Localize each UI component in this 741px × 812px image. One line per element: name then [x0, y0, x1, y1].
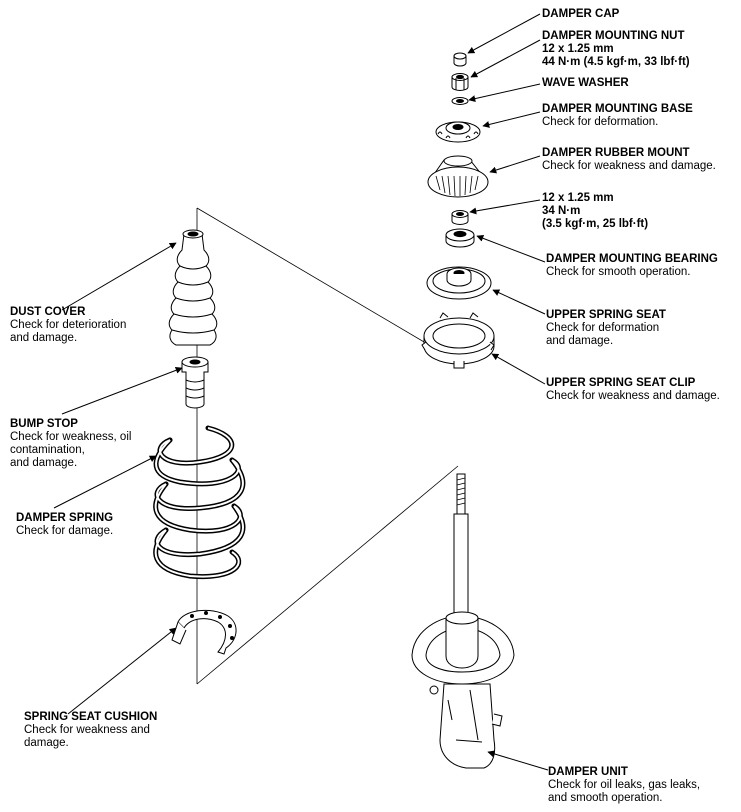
label-damper-unit: DAMPER UNIT Check for oil leaks, gas lea… [548, 766, 700, 805]
damper-cap-part [453, 52, 467, 67]
upper-spring-seat-part [426, 266, 492, 300]
label-dust-cover: DUST COVER Check for deterioration and d… [10, 306, 126, 345]
label-desc: Check for weakness and damage. [542, 160, 716, 172]
label-title: DAMPER MOUNTING BASE [542, 103, 693, 115]
spring-seat-cushion-part [171, 609, 237, 655]
label-desc: Check for weakness and [24, 724, 150, 736]
label-desc: Check for deterioration [10, 319, 127, 331]
label-title: SPRING SEAT CUSHION [24, 711, 158, 723]
label-spec: (3.5 kgf·m, 25 lbf·ft) [542, 218, 649, 230]
label-desc: contamination, [10, 444, 85, 456]
label-desc: Check for weakness and damage. [546, 390, 720, 402]
label-title: DAMPER CAP [542, 8, 620, 20]
damper-spring-highlight [154, 427, 244, 578]
label-desc: and damage. [10, 457, 78, 469]
label-title: DUST COVER [10, 306, 86, 318]
label-spring-seat-cushion: SPRING SEAT CUSHION Check for weakness a… [24, 711, 157, 750]
label-title: DAMPER UNIT [548, 766, 628, 778]
label-desc: Check for weakness, oil [10, 431, 132, 443]
upper-spring-seat-clip-part [421, 312, 495, 369]
label-desc: and damage. [10, 332, 78, 344]
damper-unit-part [411, 473, 515, 769]
label-desc: Check for oil leaks, gas leaks, [548, 779, 701, 791]
label-damper-mounting-bearing: DAMPER MOUNTING BEARING Check for smooth… [546, 253, 718, 279]
label-desc: and damage. [546, 335, 614, 347]
label-title: UPPER SPRING SEAT CLIP [546, 377, 696, 389]
label-spec: 12 x 1.25 mm [542, 192, 614, 204]
damper-rubber-mount-part [427, 155, 489, 198]
label-damper-spring: DAMPER SPRING Check for damage. [16, 512, 113, 538]
label-wave-washer: WAVE WASHER [542, 77, 629, 90]
label-upper-spring-seat-clip: UPPER SPRING SEAT CLIP Check for weaknes… [546, 377, 720, 403]
damper-mounting-bearing-part [445, 228, 475, 248]
damper-mounting-base-part [435, 121, 481, 143]
assembly-guide-lines [196, 207, 459, 685]
damper-mounting-nut-part [451, 73, 469, 91]
label-title: DAMPER MOUNTING NUT [542, 30, 685, 42]
label-desc: Check for deformation [546, 322, 660, 334]
label-lock-nut-torque: 12 x 1.25 mm 34 N·m (3.5 kgf·m, 25 lbf·f… [542, 192, 648, 231]
dust-cover-part [168, 229, 218, 346]
label-desc: Check for smooth operation. [546, 266, 691, 278]
label-damper-mounting-nut: DAMPER MOUNTING NUT 12 x 1.25 mm 44 N·m … [542, 30, 690, 69]
label-desc: and smooth operation. [548, 792, 663, 804]
label-desc: Check for damage. [16, 525, 114, 537]
label-title: BUMP STOP [10, 418, 78, 430]
label-damper-rubber-mount: DAMPER RUBBER MOUNT Check for weakness a… [542, 147, 716, 173]
label-title: UPPER SPRING SEAT [546, 309, 666, 321]
label-upper-spring-seat: UPPER SPRING SEAT Check for deformation … [546, 309, 666, 348]
label-spec: 34 N·m [542, 205, 581, 217]
label-spec: 44 N·m (4.5 kgf·m, 33 lbf·ft) [542, 56, 690, 68]
label-title: WAVE WASHER [542, 77, 629, 89]
lock-nut-part [451, 210, 469, 225]
label-spec: 12 x 1.25 mm [542, 43, 614, 55]
label-title: DAMPER MOUNTING BEARING [546, 253, 718, 265]
bump-stop-part [181, 356, 209, 409]
label-damper-cap: DAMPER CAP [542, 8, 619, 21]
wave-washer-part [451, 97, 469, 105]
label-title: DAMPER RUBBER MOUNT [542, 147, 690, 159]
label-title: DAMPER SPRING [16, 512, 114, 524]
label-desc: Check for deformation. [542, 116, 659, 128]
label-desc: damage. [24, 737, 69, 749]
label-damper-mounting-base: DAMPER MOUNTING BASE Check for deformati… [542, 103, 693, 129]
leader-arrows [53, 13, 549, 771]
label-bump-stop: BUMP STOP Check for weakness, oil contam… [10, 418, 131, 470]
